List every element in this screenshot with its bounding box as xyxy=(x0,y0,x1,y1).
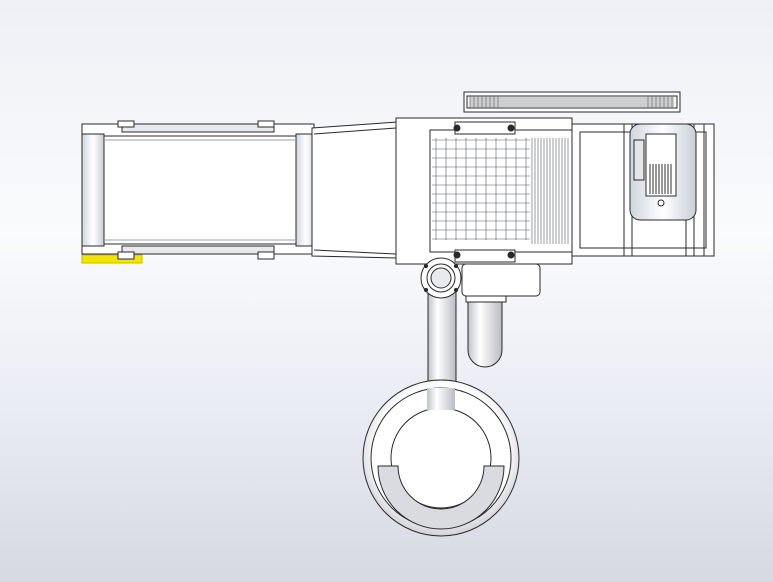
discharge-pipe xyxy=(420,257,462,393)
belt-surface xyxy=(103,135,297,245)
top-cover-plate xyxy=(463,91,681,113)
conveyor-top-rail xyxy=(121,123,275,133)
fan-housing xyxy=(461,263,541,368)
belt-conveyor xyxy=(81,120,317,264)
screen-mesh xyxy=(432,138,569,244)
highlighted-bracket xyxy=(81,254,143,264)
conveyor-bottom-rail xyxy=(121,245,275,255)
head-roller xyxy=(81,133,105,247)
cyclone-ring xyxy=(362,379,520,537)
screen-housing xyxy=(395,117,573,265)
drive-motor xyxy=(629,123,697,221)
